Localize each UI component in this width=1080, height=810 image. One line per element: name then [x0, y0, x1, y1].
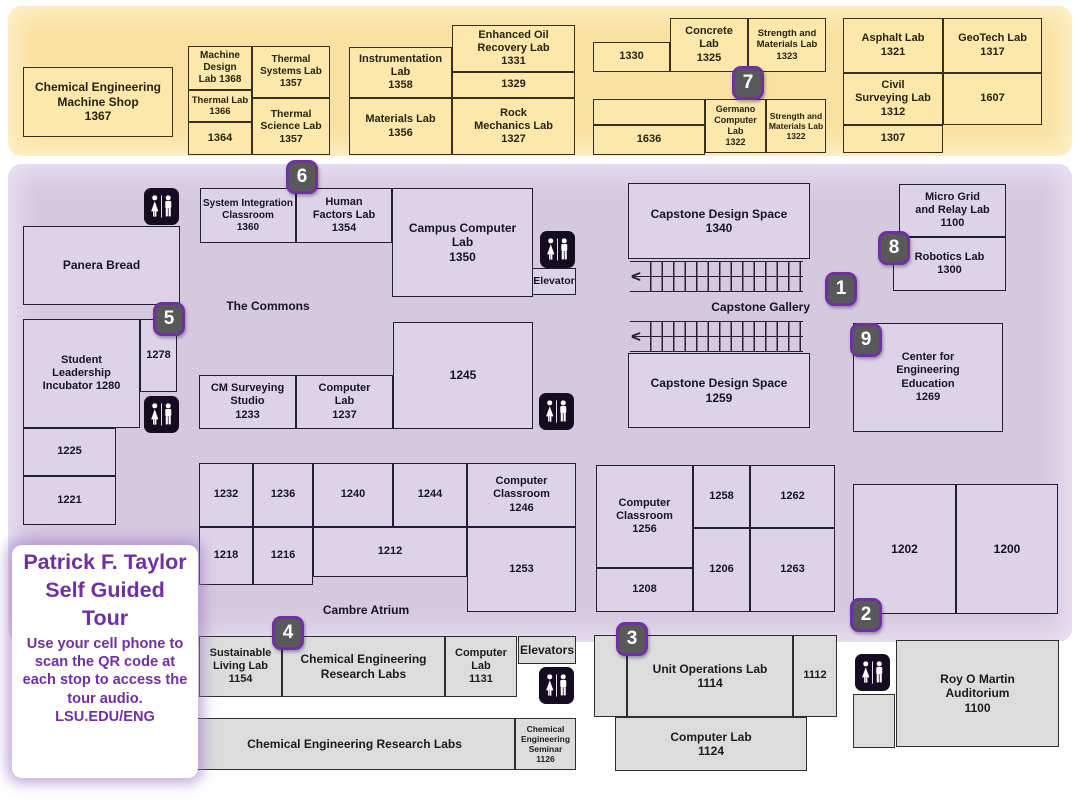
- the-commons-label: The Commons: [226, 299, 310, 313]
- room-instrumentation-lab-1358: Instrumentation Lab 1358: [349, 47, 452, 98]
- room-system-integration-classroom-1360: System Integration Classroom 1360: [200, 188, 296, 243]
- room-1607: 1607: [943, 73, 1042, 125]
- stairs-icon: <: [630, 261, 803, 292]
- room-chemical-research-labs-upper: Chemical Engineering Research Labs: [282, 636, 445, 697]
- stairs-icon: <: [630, 321, 803, 352]
- room-1244: 1244: [393, 463, 467, 527]
- room-1307: 1307: [843, 125, 943, 153]
- restroom-icon: [144, 188, 179, 225]
- room-asphalt-lab-1321: Asphalt Lab 1321: [843, 18, 943, 73]
- room-micro-grid-relay-lab-1100: Micro Grid and Relay Lab 1100: [899, 184, 1006, 237]
- room-civil-surveying-lab-1312: Civil Surveying Lab 1312: [843, 73, 943, 125]
- room-1221: 1221: [23, 476, 116, 525]
- room-geotech-lab-1317: GeoTech Lab 1317: [943, 18, 1042, 73]
- room-thermal-science-lab-1357: Thermal Science Lab 1357: [252, 98, 330, 155]
- room-unit-operations-lab-1114: Unit Operations Lab 1114: [627, 635, 793, 717]
- tour-stop-badge-8: 8: [878, 231, 910, 265]
- room-germano-computer-lab-1322: Germano Computer Lab 1322: [705, 99, 766, 153]
- capstone-gallery-label: Capstone Gallery: [711, 300, 810, 314]
- room-elevators: Elevators: [518, 636, 576, 664]
- room-1364: 1364: [188, 122, 252, 155]
- room-capstone-design-space-1259: Capstone Design Space 1259: [628, 353, 810, 428]
- room-1262: 1262: [750, 465, 835, 528]
- room-computer-lab-1124: Computer Lab 1124: [615, 717, 807, 771]
- room-1240: 1240: [313, 463, 393, 527]
- room-computer-classroom-1246: Computer Classroom 1246: [467, 463, 576, 527]
- room-human-factors-lab-1354: Human Factors Lab 1354: [296, 188, 392, 243]
- restroom-icon: [144, 396, 179, 433]
- page-title: Patrick F. Taylor Self Guided Tour: [23, 550, 187, 630]
- restroom-icon: [539, 667, 574, 704]
- room-robotics-lab-1300: Robotics Lab 1300: [893, 237, 1006, 291]
- restroom-icon: [540, 231, 575, 268]
- room-panera-bread: Panera Bread: [23, 226, 180, 305]
- tour-stop-badge-6: 6: [286, 160, 318, 194]
- tour-stop-badge-5: 5: [153, 302, 185, 336]
- room-concrete-lab-1325: Concrete Lab 1325: [670, 18, 748, 72]
- stairs-arrow-icon: <: [631, 266, 641, 286]
- room-1202: 1202: [853, 484, 956, 614]
- tour-stop-badge-7: 7: [732, 66, 764, 100]
- room-1263: 1263: [750, 528, 835, 612]
- room-1236: 1236: [253, 463, 313, 527]
- tour-stop-badge-3: 3: [616, 622, 648, 656]
- room-roy-o-martin-auditorium-1100: Roy O Martin Auditorium 1100: [896, 640, 1059, 747]
- room-1216: 1216: [253, 527, 313, 585]
- tour-instructions: Use your cell phone to scan the QR code …: [22, 635, 188, 707]
- room-1253: 1253: [467, 527, 576, 612]
- room-materials-lab-1356: Materials Lab 1356: [349, 98, 452, 155]
- room-sustainable-living-lab-1154: Sustainable Living Lab 1154: [199, 636, 282, 697]
- room-elevator: Elevator: [532, 268, 576, 295]
- room-1200: 1200: [956, 484, 1058, 614]
- room-unlabeled-by-auditorium: [853, 694, 895, 748]
- room-1330: 1330: [593, 42, 670, 72]
- room-student-leadership-incubator-1280: Student Leadership Incubator 1280: [23, 319, 140, 428]
- stairs-arrow-icon: <: [631, 326, 641, 346]
- room-chemical-research-labs-lower: Chemical Engineering Research Labs: [194, 718, 515, 770]
- tour-stop-badge-1: 1: [825, 272, 857, 306]
- room-1218: 1218: [199, 527, 253, 585]
- room-thermal-lab-1366: Thermal Lab 1366: [188, 90, 252, 122]
- room-1206: 1206: [693, 528, 750, 612]
- room-strength-materials-lab-1322: Strength and Materials Lab 1322: [766, 99, 826, 153]
- room-1112: 1112: [793, 635, 837, 717]
- room-rock-mechanics-lab-1327: Rock Mechanics Lab 1327: [452, 98, 575, 155]
- tour-url: LSU.EDU/ENG: [55, 708, 155, 725]
- room-computer-classroom-1256: Computer Classroom 1256: [596, 465, 693, 568]
- room-1232: 1232: [199, 463, 253, 527]
- room-1208: 1208: [596, 568, 693, 612]
- room-1225: 1225: [23, 428, 116, 476]
- tour-stop-badge-4: 4: [272, 616, 304, 650]
- restroom-icon: [855, 654, 890, 691]
- tour-stop-badge-9: 9: [850, 323, 882, 357]
- room-capstone-design-space-1340: Capstone Design Space 1340: [628, 183, 810, 259]
- room-1329: 1329: [452, 72, 575, 98]
- room-chemical-engineering-seminar-1126: Chemical Engineering Seminar 1126: [515, 718, 576, 770]
- room-1636: 1636: [593, 125, 705, 155]
- room-computer-lab-1237: Computer Lab 1237: [296, 375, 393, 429]
- room-1212: 1212: [313, 527, 467, 577]
- restroom-icon: [539, 393, 574, 430]
- room-machine-shop-1367: Chemical Engineering Machine Shop 1367: [23, 67, 173, 137]
- room-machine-design-lab-1368: Machine Design Lab 1368: [188, 46, 252, 90]
- tour-title-panel: Patrick F. Taylor Self Guided Tour Use y…: [12, 545, 198, 778]
- room-strength-materials-lab-1323: Strength and Materials Lab 1323: [748, 18, 826, 72]
- cambre-atrium-label: Cambre Atrium: [322, 603, 410, 617]
- room-1245: 1245: [393, 322, 533, 429]
- room-enhanced-oil-recovery-lab-1331: Enhanced Oil Recovery Lab 1331: [452, 25, 575, 72]
- room-1258: 1258: [693, 465, 750, 528]
- room-cm-surveying-studio-1233: CM Surveying Studio 1233: [199, 375, 296, 429]
- room-campus-computer-lab-1350: Campus Computer Lab 1350: [392, 188, 533, 297]
- room-computer-lab-1131: Computer Lab 1131: [445, 636, 517, 697]
- room-thermal-systems-lab-1357: Thermal Systems Lab 1357: [252, 46, 330, 98]
- room-unlabeled-above-1636: [593, 99, 705, 125]
- tour-stop-badge-2: 2: [850, 598, 882, 632]
